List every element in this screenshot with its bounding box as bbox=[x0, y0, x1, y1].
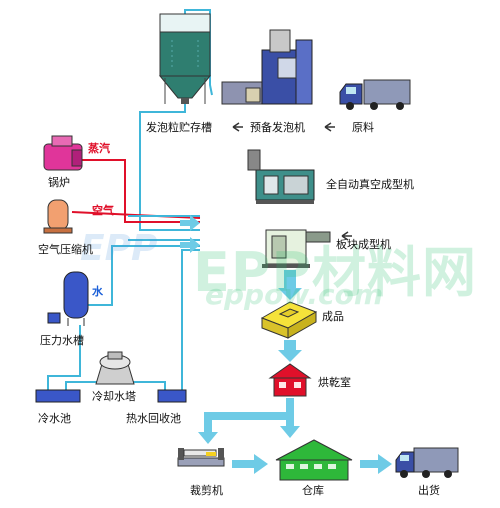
arrow-block-to-product bbox=[278, 270, 302, 300]
steam-pipe bbox=[80, 159, 200, 223]
arrow-preexpander-to-hopper bbox=[232, 122, 243, 132]
label-drying-room: 烘乾室 bbox=[318, 376, 351, 389]
label-steam: 蒸汽 bbox=[88, 142, 110, 155]
hot-water-pool bbox=[157, 389, 187, 403]
hopper-outlet-pipe bbox=[139, 104, 200, 231]
pressure-tank-icon bbox=[47, 271, 89, 326]
label-boiler: 锅炉 bbox=[48, 176, 70, 189]
label-cutter: 裁剪机 bbox=[190, 484, 223, 497]
label-air-compressor: 空气压缩机 bbox=[38, 243, 93, 256]
arrow-to-cutter bbox=[198, 412, 294, 444]
arrow-drying-split bbox=[286, 398, 294, 412]
arrow-into-plant-2 bbox=[180, 237, 200, 253]
arrow-raw-to-preexpander bbox=[324, 122, 335, 132]
label-pressure-tank: 压力水槽 bbox=[40, 334, 84, 347]
watermark-url: eppow.com bbox=[205, 278, 384, 311]
label-cooling-tower: 冷却水塔 bbox=[92, 390, 136, 403]
label-raw-material: 原料 bbox=[352, 121, 374, 134]
raw-material-truck-icon bbox=[339, 79, 411, 110]
product-block-icon bbox=[260, 301, 318, 339]
pool-pipe-right bbox=[181, 249, 200, 390]
cooling-tower-icon bbox=[95, 351, 135, 385]
block-molder-machine bbox=[262, 229, 331, 268]
pool-pipe-left bbox=[47, 325, 81, 390]
water-pipe bbox=[88, 245, 200, 306]
arrow-warehouse-to-shipping bbox=[360, 454, 392, 474]
boiler-icon bbox=[43, 135, 83, 171]
label-water: 水 bbox=[92, 285, 103, 298]
label-air: 空气 bbox=[92, 204, 114, 217]
cutter-machine-icon bbox=[177, 448, 225, 467]
arrow-to-warehouse bbox=[280, 412, 300, 438]
pre-expander-machine bbox=[221, 29, 313, 105]
warehouse-icon bbox=[275, 439, 353, 481]
label-hopper: 发泡粒贮存槽 bbox=[146, 121, 212, 134]
shipping-truck-icon bbox=[395, 447, 459, 478]
air-compressor-icon bbox=[43, 199, 73, 234]
watermark-logo: EPP bbox=[80, 228, 158, 269]
arrow-product-to-drying bbox=[278, 340, 302, 362]
label-cold-pool: 冷水池 bbox=[38, 412, 71, 425]
arrow-to-block-molder bbox=[341, 231, 352, 241]
label-block-molder: 板块成型机 bbox=[336, 238, 391, 251]
label-pre-expander: 预备发泡机 bbox=[250, 121, 305, 134]
label-shipping: 出货 bbox=[418, 484, 440, 497]
arrow-into-plant-1 bbox=[180, 215, 200, 231]
label-warehouse: 仓库 bbox=[302, 484, 324, 497]
label-vacuum-molder: 全自动真空成型机 bbox=[326, 178, 414, 191]
arrow-cutter-to-warehouse bbox=[232, 454, 268, 474]
label-hot-pool: 热水回收池 bbox=[126, 412, 181, 425]
vacuum-molder-machine bbox=[247, 149, 315, 204]
watermark-text: EPP材料网 bbox=[193, 241, 478, 304]
drying-room-icon bbox=[268, 363, 312, 397]
hopper-silo bbox=[158, 13, 212, 104]
label-product: 成品 bbox=[322, 310, 344, 323]
cold-water-pool bbox=[35, 389, 81, 403]
